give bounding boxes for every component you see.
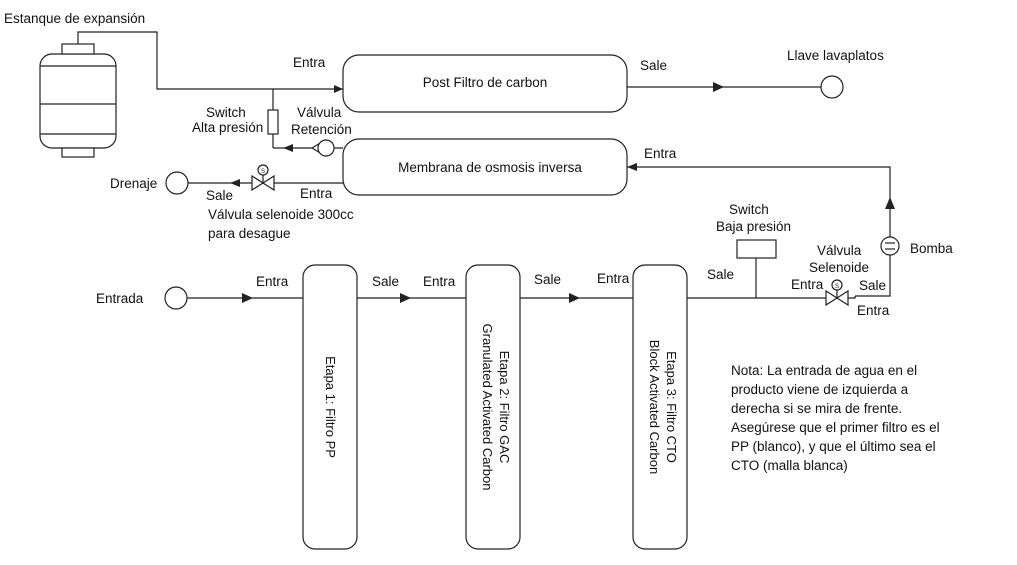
drain-out-label: Sale: [206, 188, 233, 203]
inlet-valve-symbol: S: [835, 284, 839, 290]
expansion-tank: [39, 43, 117, 158]
post-filter-in-label: Entra: [293, 55, 326, 70]
stage2-in-label: Entra: [423, 274, 456, 289]
note-line: derecha si se mira de frente.: [731, 401, 903, 416]
stage3-out-label: Sale: [707, 267, 734, 282]
stage1-label: Etapa 1: Filtro PP: [323, 356, 338, 458]
drain-icon: [165, 171, 189, 195]
stage2-out-label: Sale: [534, 272, 561, 287]
faucet-icon: [820, 75, 844, 99]
stage3-label-2: Block Activated Carbon: [647, 340, 662, 474]
drain-label: Drenaje: [110, 176, 157, 191]
inlet-solenoid-valve-icon: S: [825, 279, 849, 307]
solenoid-out-label: Sale: [859, 278, 886, 293]
switch-low-label-1: Switch: [729, 202, 769, 217]
high-pressure-switch-icon: [267, 109, 279, 135]
note-line: CTO (malla blanca): [731, 458, 848, 473]
drain-valve-label-1: Válvula selenoide 300cc: [208, 207, 354, 222]
switch-high-label-1: Switch: [206, 105, 246, 120]
stage3-filter: [632, 264, 688, 550]
check-valve-label-2: Retención: [291, 122, 352, 137]
drain-solenoid-valve-icon: S: [251, 164, 275, 192]
stage3-in-label: Entra: [597, 271, 630, 286]
check-valve-label-1: Válvula: [297, 105, 342, 120]
pump-label: Bomba: [910, 241, 953, 256]
tank-pipe: [77, 31, 343, 90]
drain-in-label: Entra: [300, 186, 333, 201]
note-line: Nota: La entrada de agua en el: [731, 363, 918, 378]
drain-valve-symbol: S: [261, 169, 265, 175]
stage1-out-label: Sale: [372, 274, 399, 289]
pump-in-label: Entra: [857, 303, 890, 318]
switch-high-label-2: Alta presión: [192, 120, 263, 135]
stage2-label-2: Granulated Activated Carbon: [480, 324, 495, 491]
low-pressure-switch-icon: [736, 239, 777, 259]
membrane-label: Membrana de osmosis inversa: [398, 160, 582, 175]
faucet-label: Llave lavaplatos: [787, 48, 884, 63]
membrane-in-label: Entra: [644, 146, 677, 161]
expansion-tank-label: Estanque de expansión: [4, 11, 145, 26]
note-line: PP (blanco), y que el último sea el: [731, 439, 936, 454]
installation-note: Nota: La entrada de agua en el producto …: [731, 361, 971, 475]
stage2-label-1: Etapa 2: Filtro GAC: [497, 351, 512, 464]
solenoid-label-2: Selenoide: [809, 260, 869, 275]
note-line: Asegúrese que el primer filtro es el: [731, 420, 940, 435]
inlet-icon: [164, 286, 188, 310]
stage1-filter: [302, 264, 358, 550]
drain-valve-label-2: para desague: [208, 226, 291, 241]
post-filter-box: [342, 54, 628, 113]
post-filter-label: Post Filtro de carbon: [423, 75, 548, 90]
pump-icon: [880, 236, 900, 256]
solenoid-label-1: Válvula: [817, 243, 862, 258]
inlet-label: Entrada: [96, 291, 144, 306]
stage2-filter: [465, 264, 521, 550]
stage3-label-1: Etapa 3: Filtro CTO: [664, 351, 679, 463]
solenoid-in-label: Entra: [791, 277, 824, 292]
post-filter-out-label: Sale: [640, 58, 667, 73]
check-valve-icon: [310, 139, 335, 157]
stage1-in-label: Entra: [256, 274, 289, 289]
switch-low-label-2: Baja presión: [716, 219, 791, 234]
note-line: producto viene de izquierda a: [731, 382, 909, 397]
